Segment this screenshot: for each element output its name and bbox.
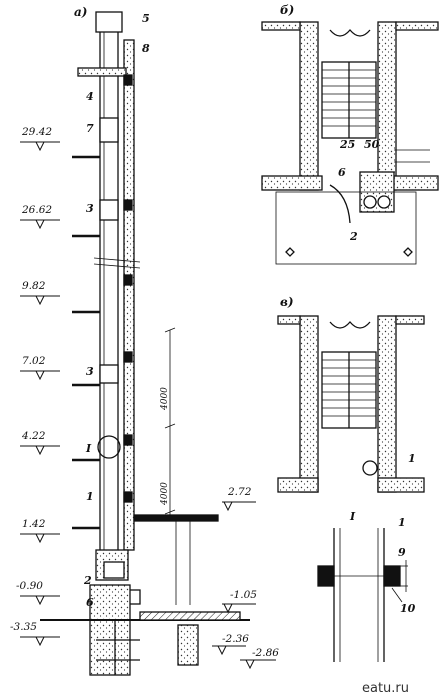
section-b-plan [261,21,439,265]
callout-3-upper: 3 [86,202,94,215]
callout-6: 6 [86,596,94,609]
callout-d-1: 1 [398,516,406,529]
callout-7: 7 [86,122,94,135]
callout-b-25: 25 [339,138,355,151]
callout-4: 4 [86,90,94,103]
callout-d-10: 10 [400,602,416,615]
elevation-minus-0-90: -0.90 [16,580,43,592]
dimension-upper-4000: 4000 [160,387,170,411]
callout-b-6: 6 [338,166,346,179]
section-b-label: б) [280,3,294,17]
elevation-minus-2-86: -2.86 [252,647,279,659]
section-v-label: в) [280,295,294,309]
elevation-4-22: 4.22 [21,430,46,442]
callout-detail-i: I [85,442,92,455]
section-a-label: а) [74,5,87,19]
callout-1: 1 [86,490,94,503]
callout-3-lower: 3 [86,365,94,378]
dimension-lower-4000: 4000 [160,482,170,506]
elevation-markers [20,141,276,670]
elevation-2-72: 2.72 [227,486,252,498]
detail-i-drawing [317,528,408,662]
elevation-minus-3-35: -3.35 [10,621,37,633]
callout-d-9: 9 [398,546,406,559]
callout-8: 8 [142,42,150,55]
section-v-plan [277,315,425,493]
elevation-minus-1-05: -1.05 [230,589,257,601]
callout-b-50: 50 [364,138,380,151]
callout-v-1: 1 [408,452,416,465]
elevation-minus-2-36: -2.36 [222,633,249,645]
elevation-29-42: 29.42 [21,126,52,138]
detail-i-label: I [349,510,356,523]
callout-b-2: 2 [349,230,358,243]
callout-2: 2 [83,574,92,587]
elevation-9-82: 9.82 [22,280,46,292]
elevation-1-42: 1.42 [22,518,46,530]
elevation-7-02: 7.02 [22,355,46,367]
callout-5: 5 [142,12,150,25]
section-a-drawing [40,11,250,676]
watermark: eatu.ru [362,681,409,696]
elevation-26-62: 26.62 [21,204,52,216]
